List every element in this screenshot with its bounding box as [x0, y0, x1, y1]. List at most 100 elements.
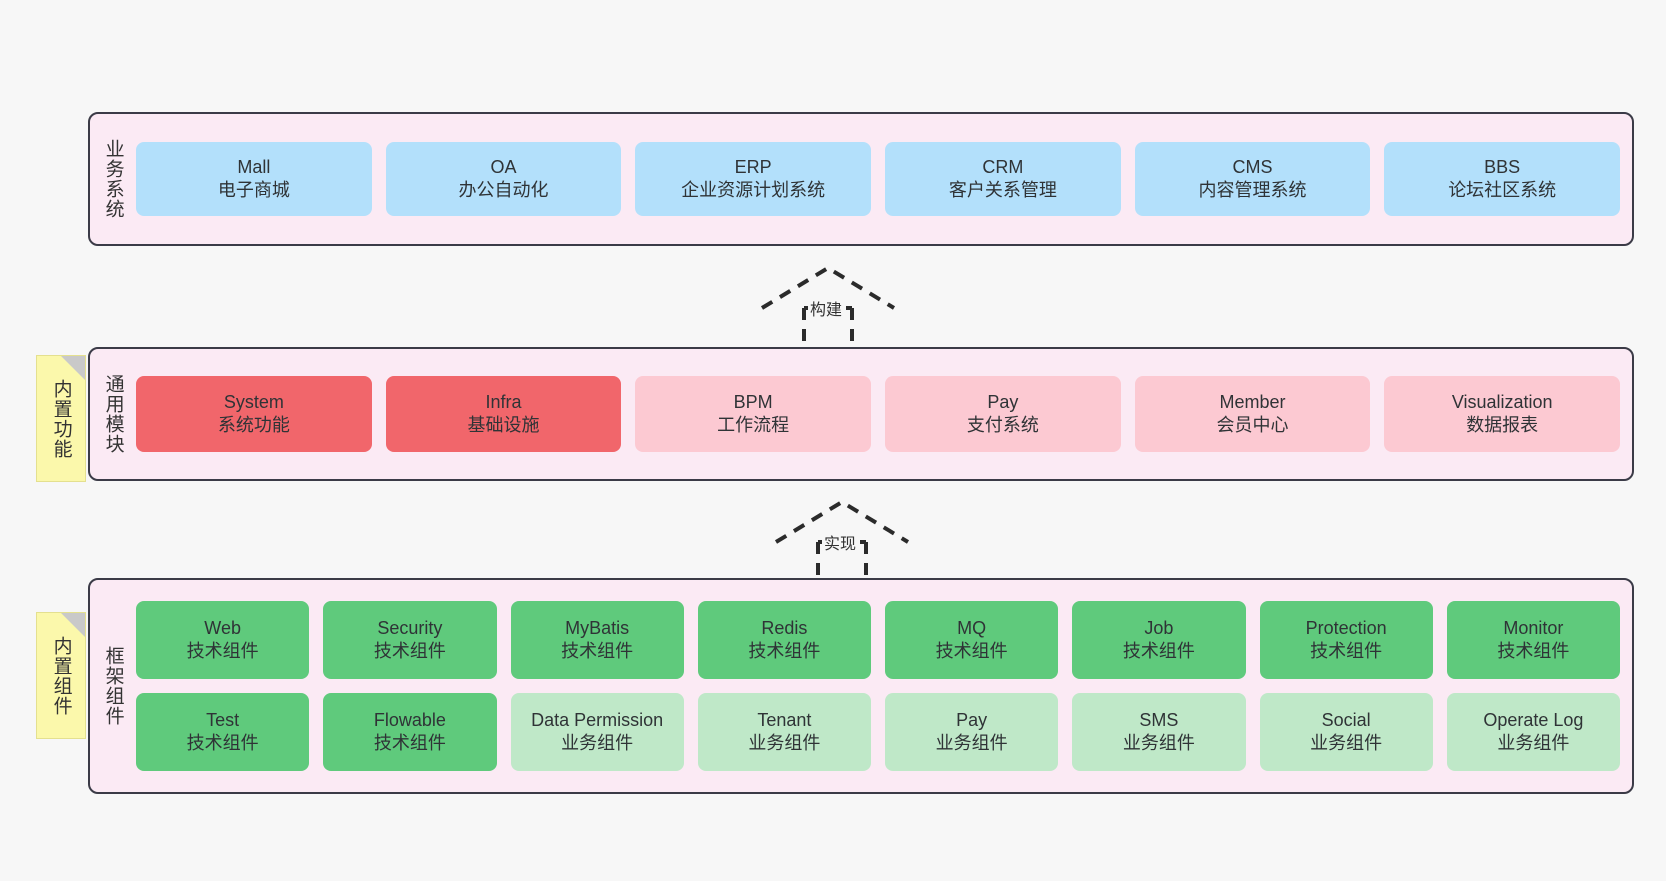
- card-bpm[interactable]: BPM 工作流程: [635, 376, 872, 452]
- card-mybatis[interactable]: MyBatis 技术组件: [510, 601, 684, 679]
- card-subtitle: 技术组件: [373, 733, 446, 753]
- card-title: Flowable: [373, 710, 446, 731]
- card-subtitle: 业务组件: [1122, 733, 1195, 753]
- card-row: Web 技术组件 Security 技术组件 MyBatis 技术组件 Redi…: [136, 601, 1632, 679]
- connector-implement: 实现: [766, 492, 926, 580]
- card-bbs[interactable]: BBS 论坛社区系统: [1384, 142, 1621, 216]
- card-subtitle: 技术组件: [1497, 641, 1570, 661]
- card-member[interactable]: Member 会员中心: [1134, 376, 1371, 452]
- card-title: BBS: [1484, 157, 1521, 178]
- card-security[interactable]: Security 技术组件: [323, 601, 497, 679]
- connector-build: 构建: [752, 258, 912, 348]
- card-title: SMS: [1139, 710, 1179, 731]
- card-title: Data Permission: [531, 710, 664, 731]
- card-social[interactable]: Social 业务组件: [1259, 693, 1433, 771]
- card-subtitle: 内容管理系统: [1198, 180, 1307, 200]
- card-subtitle: 支付系统: [966, 415, 1039, 435]
- card-infra[interactable]: Infra 基础设施: [385, 376, 622, 452]
- card-title: Monitor: [1503, 618, 1564, 639]
- card-title: Test: [206, 710, 240, 731]
- card-title: Infra: [485, 392, 522, 413]
- note-builtin-features: 内置功能: [36, 355, 86, 482]
- card-flowable[interactable]: Flowable 技术组件: [323, 693, 497, 771]
- note-label: 内置功能: [50, 378, 72, 459]
- card-title: Member: [1219, 392, 1286, 413]
- layer-framework-components: 框架组件 Web 技术组件 Security 技术组件 MyBatis 技术组件…: [88, 578, 1634, 794]
- card-title: Visualization: [1451, 392, 1553, 413]
- card-title: Social: [1321, 710, 1371, 731]
- card-title: Mall: [237, 157, 271, 178]
- connector-implement-label: 实现: [822, 530, 859, 554]
- layer-business-systems: 业务系统 Mall 电子商城 OA 办公自动化 ERP 企业资源计划系统 CRM…: [88, 112, 1634, 246]
- card-tenant[interactable]: Tenant 业务组件: [697, 693, 871, 771]
- card-protection[interactable]: Protection 技术组件: [1259, 601, 1433, 679]
- card-erp[interactable]: ERP 企业资源计划系统: [635, 142, 872, 216]
- card-visualization[interactable]: Visualization 数据报表: [1384, 376, 1621, 452]
- card-title: Job: [1144, 618, 1174, 639]
- card-subtitle: 数据报表: [1466, 415, 1539, 435]
- card-subtitle: 业务组件: [1310, 733, 1383, 753]
- layer-body-framework-components: Web 技术组件 Security 技术组件 MyBatis 技术组件 Redi…: [136, 580, 1632, 792]
- card-subtitle: 办公自动化: [458, 180, 549, 200]
- card-subtitle: 工作流程: [717, 415, 790, 435]
- card-subtitle: 技术组件: [373, 641, 446, 661]
- layer-common-modules: 通用模块 System 系统功能 Infra 基础设施 BPM 工作流程 Pay…: [88, 347, 1634, 481]
- card-title: Pay: [987, 392, 1019, 413]
- card-oa[interactable]: OA 办公自动化: [385, 142, 622, 216]
- card-subtitle: 系统功能: [217, 415, 290, 435]
- card-pay[interactable]: Pay 支付系统: [885, 376, 1121, 452]
- card-row: Mall 电子商城 OA 办公自动化 ERP 企业资源计划系统 CRM 客户关系…: [136, 142, 1632, 216]
- card-mq[interactable]: MQ 技术组件: [885, 601, 1059, 679]
- card-title: Pay: [956, 710, 988, 731]
- note-fold-corner: [61, 613, 85, 637]
- layer-body-common-modules: System 系统功能 Infra 基础设施 BPM 工作流程 Pay 支付系统…: [136, 349, 1632, 479]
- card-monitor[interactable]: Monitor 技术组件: [1446, 601, 1620, 679]
- card-data-permission[interactable]: Data Permission 业务组件: [510, 693, 684, 771]
- card-subtitle: 技术组件: [748, 641, 821, 661]
- card-title: OA: [490, 157, 517, 178]
- card-subtitle: 基础设施: [467, 415, 540, 435]
- card-pay-business[interactable]: Pay 业务组件: [885, 693, 1059, 771]
- note-label: 内置组件: [50, 635, 72, 716]
- card-cms[interactable]: CMS 内容管理系统: [1134, 142, 1371, 216]
- layer-title-common-modules: 通用模块: [102, 374, 124, 454]
- card-web[interactable]: Web 技术组件: [136, 601, 310, 679]
- card-subtitle: 业务组件: [935, 733, 1008, 753]
- card-title: Tenant: [757, 710, 812, 731]
- card-mall[interactable]: Mall 电子商城: [136, 142, 372, 216]
- card-subtitle: 业务组件: [561, 733, 634, 753]
- card-subtitle: 业务组件: [1497, 733, 1570, 753]
- card-sms[interactable]: SMS 业务组件: [1072, 693, 1246, 771]
- card-title: CMS: [1232, 157, 1273, 178]
- card-crm[interactable]: CRM 客户关系管理: [885, 142, 1121, 216]
- layer-title-framework-components: 框架组件: [102, 646, 124, 726]
- card-title: MQ: [957, 618, 987, 639]
- card-title: Protection: [1305, 618, 1387, 639]
- card-subtitle: 企业资源计划系统: [681, 180, 826, 200]
- card-test[interactable]: Test 技术组件: [136, 693, 310, 771]
- card-job[interactable]: Job 技术组件: [1072, 601, 1246, 679]
- card-title: Operate Log: [1483, 710, 1584, 731]
- note-builtin-components: 内置组件: [36, 612, 86, 739]
- card-subtitle: 会员中心: [1216, 415, 1289, 435]
- layer-body-business-systems: Mall 电子商城 OA 办公自动化 ERP 企业资源计划系统 CRM 客户关系…: [136, 114, 1632, 244]
- card-redis[interactable]: Redis 技术组件: [697, 601, 871, 679]
- card-title: BPM: [733, 392, 773, 413]
- note-fold-corner: [61, 356, 85, 380]
- card-subtitle: 技术组件: [935, 641, 1008, 661]
- card-title: MyBatis: [565, 618, 630, 639]
- card-subtitle: 技术组件: [1122, 641, 1195, 661]
- card-operate-log[interactable]: Operate Log 业务组件: [1446, 693, 1620, 771]
- card-subtitle: 业务组件: [748, 733, 821, 753]
- card-title: Web: [204, 618, 241, 639]
- card-title: CRM: [982, 157, 1024, 178]
- card-subtitle: 技术组件: [186, 641, 259, 661]
- card-title: ERP: [734, 157, 772, 178]
- connector-build-label: 构建: [808, 296, 845, 320]
- card-system[interactable]: System 系统功能: [136, 376, 372, 452]
- card-row: Test 技术组件 Flowable 技术组件 Data Permission …: [136, 693, 1632, 771]
- card-subtitle: 技术组件: [1310, 641, 1383, 661]
- card-subtitle: 电子商城: [217, 180, 290, 200]
- card-title: Redis: [761, 618, 808, 639]
